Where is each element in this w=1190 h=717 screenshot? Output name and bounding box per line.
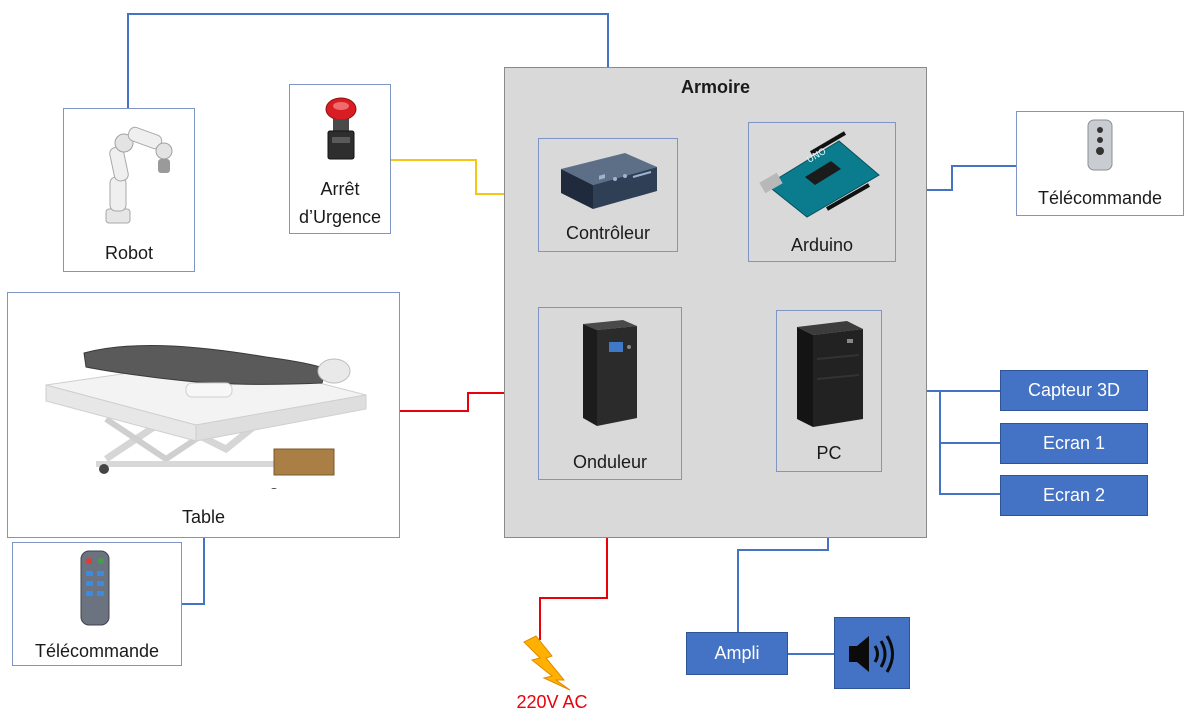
pc-node: PC — [776, 310, 882, 472]
ecran-2-box: Ecran 2 — [1000, 475, 1148, 516]
capteur-3d-box: Capteur 3D — [1000, 370, 1148, 411]
controleur-node: Contrôleur — [538, 138, 678, 252]
robot-arm-icon — [105, 126, 173, 224]
power-table-onduleur — [400, 392, 538, 412]
ampli-box: Ampli — [686, 632, 788, 675]
table-label: Table — [181, 507, 226, 527]
robot-label: Robot — [104, 243, 154, 263]
table-node: Table — [7, 292, 400, 538]
telecommande-left-label: Télécommande — [34, 641, 160, 661]
speaker-icon — [849, 635, 894, 673]
power-label: 220V AC — [516, 692, 588, 712]
arret-urgence-node: Arrêt d’Urgence — [289, 84, 391, 234]
arduino-node: UNO Arduino — [748, 122, 896, 262]
onduleur-node: Onduleur — [538, 307, 682, 480]
link-pc-ecran2 — [939, 443, 1000, 495]
controller-unit-icon — [561, 153, 657, 209]
speaker-box — [834, 617, 910, 689]
arduino-label: Arduino — [790, 235, 854, 255]
telecommande-right-label: Télécommande — [1037, 188, 1163, 208]
pc-label: PC — [816, 443, 842, 463]
controleur-label: Contrôleur — [565, 223, 651, 243]
robot-node: Robot — [63, 108, 195, 272]
arret-label-line1: Arrêt — [320, 179, 360, 199]
remote-icon — [1087, 119, 1113, 171]
ups-icon — [583, 320, 637, 426]
power-onduleur-mains — [539, 480, 608, 640]
remote-icon — [80, 550, 110, 626]
pc-tower-icon — [797, 321, 863, 427]
arret-label-line2: d’Urgence — [298, 207, 382, 227]
link-table-telecommande — [182, 538, 205, 605]
link-pc-ecran1 — [939, 391, 1000, 444]
emergency-button-icon — [325, 97, 357, 160]
onduleur-label: Onduleur — [572, 452, 648, 472]
arduino-board-icon: UNO — [759, 131, 880, 218]
lightning-icon — [523, 635, 571, 691]
medical-table-icon — [45, 345, 367, 489]
telecommande-left-node: Télécommande — [12, 542, 182, 666]
telecommande-right-node: Télécommande — [1016, 111, 1184, 216]
ecran-1-box: Ecran 1 — [1000, 423, 1148, 464]
armoire-title: Armoire — [680, 77, 751, 97]
